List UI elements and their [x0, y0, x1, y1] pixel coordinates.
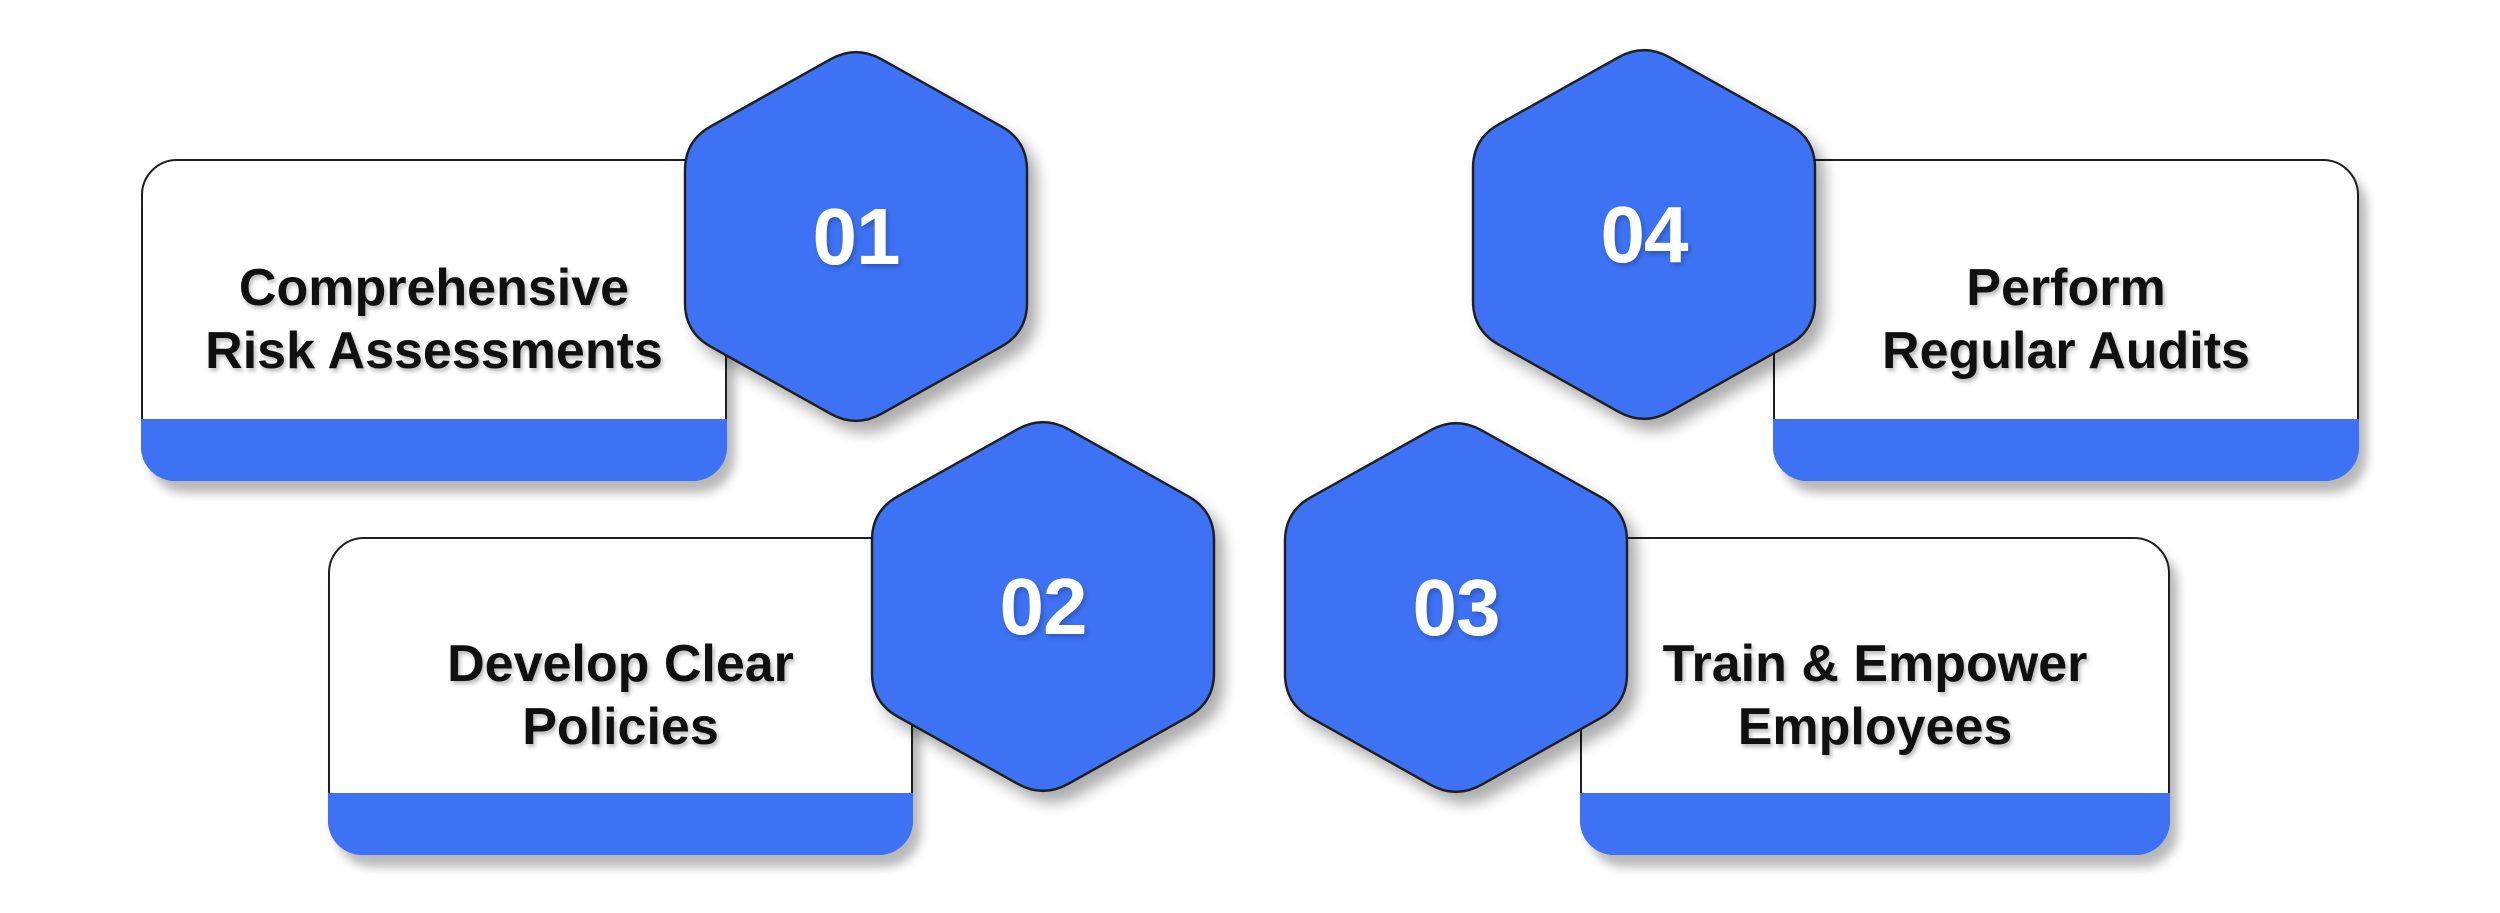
step-number-3: 03 — [1412, 562, 1501, 652]
step-title-3-line-1: Train & Empower — [1662, 634, 2088, 693]
hexagon-shape-icon — [1471, 48, 1817, 421]
step-hexagon-badge-2: 02 — [870, 415, 1216, 798]
step-title-4-line-1: Perform — [1966, 258, 2166, 317]
step-accent-bar-3 — [1580, 793, 2170, 855]
step-number-1: 01 — [812, 191, 901, 281]
step-hexagon-badge-3: 03 — [1283, 416, 1629, 799]
step-title-2-line-2: Policies — [522, 698, 719, 756]
step-hexagon-badge-1: 01 — [683, 45, 1029, 428]
step-title-1: Comprehensive Risk Assessments — [205, 257, 663, 384]
step-hexagon-badge-4: 04 — [1471, 43, 1817, 426]
hexagon-shape-icon — [1283, 421, 1629, 794]
step-card-4: Perform Regular Audits — [1773, 159, 2359, 481]
step-number-4: 04 — [1600, 189, 1689, 279]
step-title-1-line-2: Risk Assessments — [205, 322, 663, 380]
step-title-2-line-1: Develop Clear — [447, 634, 794, 693]
step-accent-bar-4 — [1773, 419, 2359, 481]
step-card-2: Develop Clear Policies — [328, 537, 913, 855]
step-number-2: 02 — [999, 561, 1088, 651]
step-title-3-line-2: Employees — [1737, 698, 2013, 756]
step-card-1: Comprehensive Risk Assessments — [141, 159, 727, 481]
step-title-3: Train & Empower Employees — [1663, 633, 2088, 760]
step-title-2: Develop Clear Policies — [447, 633, 794, 760]
hexagon-shape-icon — [870, 420, 1216, 793]
step-title-4-line-2: Regular Audits — [1882, 322, 2250, 380]
step-accent-bar-1 — [141, 419, 727, 481]
step-title-4: Perform Regular Audits — [1882, 257, 2250, 384]
hexagon-shape-icon — [683, 50, 1029, 423]
step-card-3: Train & Empower Employees — [1580, 537, 2170, 855]
step-accent-bar-2 — [328, 793, 913, 855]
step-title-1-line-1: Comprehensive — [238, 258, 630, 317]
